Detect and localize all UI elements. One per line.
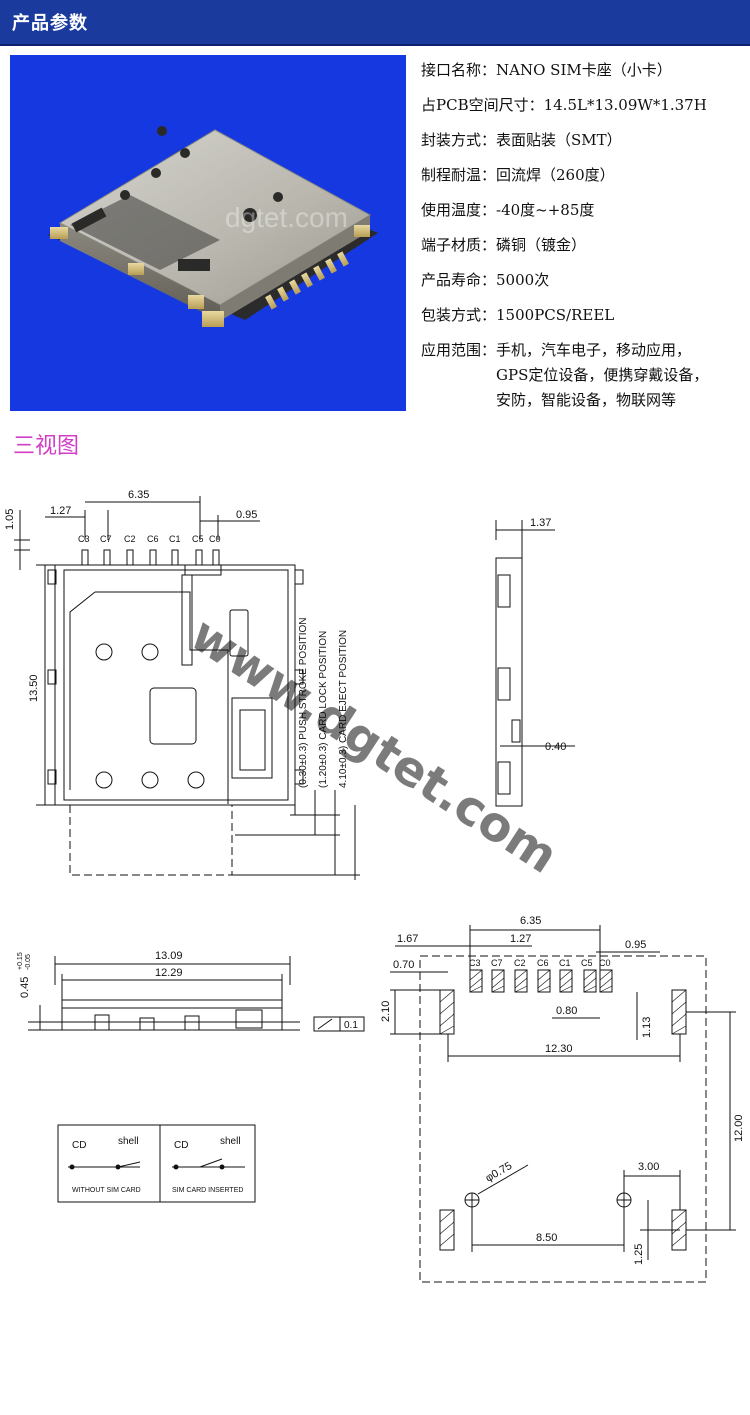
fp-dim-0.70: 0.70 <box>393 959 414 971</box>
flatness-tolerance: 0.1 <box>344 1020 358 1031</box>
dim-0.45: 0.45 <box>19 977 31 998</box>
spec-row-operating-temp: 使用温度：-40度~+85度 <box>421 198 750 223</box>
fp-dim-6.35: 6.35 <box>520 915 541 927</box>
without-sim-caption: WITHOUT SIM CARD <box>72 1187 141 1194</box>
switch-shell-label: shell <box>118 1136 139 1147</box>
fp-dim-0.95: 0.95 <box>625 939 646 951</box>
front-view <box>28 956 365 1032</box>
header-title: 产品参数 <box>12 13 88 34</box>
three-view-drawing: 1.05 1.27 6.35 0.95 13.50 C3 C7 C2 C6 C1… <box>4 489 745 1283</box>
pin-label: C7 <box>100 534 112 544</box>
spec-value: 磷铜（镀金） <box>496 236 587 254</box>
header-bar: 产品参数 <box>0 0 750 46</box>
fp-pin-label: C7 <box>491 958 503 968</box>
pin-label: C6 <box>147 534 159 544</box>
spec-row-pcb-size: 占PCB空间尺寸：14.5L*13.09W*1.37H <box>421 93 750 118</box>
sim-connector-illustration: dgtet.com <box>48 126 378 327</box>
card-eject-label: 4.10±0.3) CARD EJECT POSITION <box>338 630 349 788</box>
spec-label: 接口名称： <box>421 61 497 79</box>
spec-value: NANO SIM卡座（小卡） <box>496 61 672 79</box>
fp-dim-12.00: 12.00 <box>733 1114 745 1142</box>
dim-13.09: 13.09 <box>155 950 183 962</box>
fp-pin-label: C3 <box>469 958 481 968</box>
fp-dim-1.67: 1.67 <box>397 933 418 945</box>
spec-label: 占PCB空间尺寸： <box>421 96 544 114</box>
push-stroke-label: (0.30±0.3) PUSH STROKE POSITION <box>298 617 309 788</box>
dim-12.29: 12.29 <box>155 967 183 979</box>
fp-dim-1.13: 1.13 <box>641 1017 653 1038</box>
dim-1.37: 1.37 <box>530 517 551 529</box>
top-view <box>14 496 360 880</box>
spec-row-interface: 接口名称：NANO SIM卡座（小卡） <box>421 58 750 83</box>
pin-label: C5 <box>192 534 204 544</box>
spec-row-lifespan: 产品寿命：5000次 <box>421 268 750 293</box>
fp-pin-label: C1 <box>559 958 571 968</box>
spec-value: 1500PCS/REEL <box>496 306 615 324</box>
section-title: 三视图 <box>13 434 80 459</box>
spec-label: 产品寿命： <box>421 271 497 289</box>
dim-0.45-tol-up: +0.15 <box>17 952 24 970</box>
side-view <box>495 520 575 807</box>
spec-label: 包装方式： <box>421 306 497 324</box>
spec-list: 接口名称：NANO SIM卡座（小卡） 占PCB空间尺寸：14.5L*13.09… <box>421 58 750 423</box>
fp-dim-2.10: 2.10 <box>380 1001 392 1022</box>
fp-pin-label: C0 <box>599 958 611 968</box>
pin-label: C3 <box>78 534 90 544</box>
technical-drawing: 1.05 1.27 6.35 0.95 13.50 C3 C7 C2 C6 C1… <box>0 470 750 1411</box>
spec-label: 应用范围： <box>421 341 497 359</box>
dim-0.40: 0.40 <box>545 741 566 753</box>
switch-table <box>57 1124 256 1203</box>
switch-cd-label: CD <box>174 1140 188 1151</box>
dim-13.50: 13.50 <box>28 674 40 702</box>
fp-dim-hole: φ0.75 <box>484 1160 515 1185</box>
photo-watermark: dgtet.com <box>225 202 348 233</box>
switch-cd-label: CD <box>72 1140 86 1151</box>
fp-dim-1.27: 1.27 <box>510 933 531 945</box>
spec-value: 手机，汽车电子，移动应用， GPS定位设备，便携穿戴设备， 安防，智能设备，物联… <box>496 341 709 409</box>
spec-label: 制程耐温： <box>421 166 497 184</box>
dim-1.05: 1.05 <box>4 509 16 530</box>
spec-value: 表面贴装（SMT） <box>496 131 622 149</box>
spec-value: 14.5L*13.09W*1.37H <box>543 96 707 114</box>
footprint-view <box>390 925 736 1283</box>
switch-shell-label: shell <box>220 1136 241 1147</box>
fp-pin-label: C5 <box>581 958 593 968</box>
spec-value: 回流焊（260度） <box>496 166 615 184</box>
sim-inserted-caption: SIM CARD INSERTED <box>172 1187 243 1194</box>
dim-0.95: 0.95 <box>236 509 257 521</box>
fp-dim-3.00: 3.00 <box>638 1161 659 1173</box>
product-photo: dgtet.com <box>10 55 406 411</box>
spec-label: 端子材质： <box>421 236 497 254</box>
spec-label: 封装方式： <box>421 131 497 149</box>
spec-row-packaging: 包装方式：1500PCS/REEL <box>421 303 750 328</box>
fp-dim-12.30: 12.30 <box>545 1043 573 1055</box>
spec-label: 使用温度： <box>421 201 497 219</box>
pin-label: C0 <box>209 534 221 544</box>
spec-row-mounting: 封装方式：表面贴装（SMT） <box>421 128 750 153</box>
fp-dim-0.80: 0.80 <box>556 1005 577 1017</box>
pin-label: C2 <box>124 534 136 544</box>
spec-value: -40度~+85度 <box>496 201 595 219</box>
fp-dim-8.50: 8.50 <box>536 1232 557 1244</box>
spec-row-terminal-material: 端子材质：磷铜（镀金） <box>421 233 750 258</box>
dim-6.35: 6.35 <box>128 489 149 501</box>
card-lock-label: (1.20±0.3) CARD LOCK POSITION <box>318 631 329 788</box>
spec-row-process-temp: 制程耐温：回流焊（260度） <box>421 163 750 188</box>
fp-pin-label: C2 <box>514 958 526 968</box>
fp-pin-label: C6 <box>537 958 549 968</box>
dim-0.45-tol-dn: -0.05 <box>25 954 32 970</box>
dim-1.27: 1.27 <box>50 505 71 517</box>
spec-row-applications: 应用范围：手机，汽车电子，移动应用， GPS定位设备，便携穿戴设备， 安防，智能… <box>421 338 750 413</box>
pin-label: C1 <box>169 534 181 544</box>
spec-value: 5000次 <box>496 271 550 289</box>
fp-dim-1.25: 1.25 <box>633 1244 645 1265</box>
